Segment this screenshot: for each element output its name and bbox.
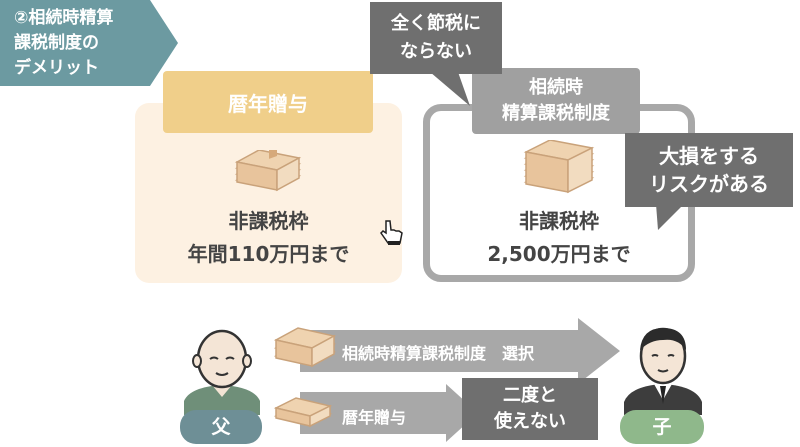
right-heading-line-2: 精算課税制度 <box>502 103 610 124</box>
box-line-2: 使えない <box>494 411 566 432</box>
box-cannot-use-again: 二度と 使えない <box>462 378 598 440</box>
title-text: ②相続時精算 課税制度の デメリット <box>14 6 113 81</box>
right-panel-label-1: 非課税枠 <box>519 209 599 233</box>
right-panel-label-2: 2,500万円まで <box>487 242 631 266</box>
money-stack-icon <box>272 394 334 436</box>
arrow-upper <box>300 318 620 384</box>
right-heading-line-1: 相続時 <box>529 77 583 98</box>
title-line-2: 課税制度の <box>14 33 99 53</box>
money-stack-icon <box>522 139 596 202</box>
title-tag-shape <box>0 0 178 86</box>
left-panel-label-1: 非課税枠 <box>228 209 309 233</box>
bubble-top-tail <box>430 72 470 106</box>
bubble-right-tail <box>656 204 684 230</box>
money-stack-icon <box>272 326 338 376</box>
box-line-1: 二度と <box>503 385 557 406</box>
right-panel-heading: 相続時 精算課税制度 <box>472 68 640 134</box>
child-badge: 子 <box>620 410 704 444</box>
left-panel <box>135 103 402 283</box>
left-panel-heading: 暦年贈与 <box>163 71 373 133</box>
arrow-lower <box>300 384 478 442</box>
hand-cursor-icon <box>380 219 406 251</box>
bubble-right-line-2: リスクがある <box>649 172 769 196</box>
left-panel-label-2: 年間110万円まで <box>187 242 350 266</box>
bubble-right: 大損をする リスクがある <box>625 133 793 207</box>
child-icon <box>620 320 706 419</box>
money-stack-icon <box>233 137 303 200</box>
bubble-top-line-2: ならない <box>400 41 472 62</box>
father-badge: 父 <box>180 410 262 444</box>
arrow-upper-text: 相続時精算課税制度 選択 <box>342 344 535 363</box>
bubble-right-line-1: 大損をする <box>659 144 759 168</box>
title-line-3: デメリット <box>14 58 99 78</box>
title-line-1: ②相続時精算 <box>14 8 114 28</box>
father-icon <box>180 325 264 419</box>
bubble-top-line-1: 全く節税に <box>391 13 481 34</box>
arrow-lower-text: 暦年贈与 <box>342 408 407 427</box>
title-tag: ②相続時精算 課税制度の デメリット <box>0 0 178 86</box>
bubble-top: 全く節税に ならない <box>370 2 502 74</box>
